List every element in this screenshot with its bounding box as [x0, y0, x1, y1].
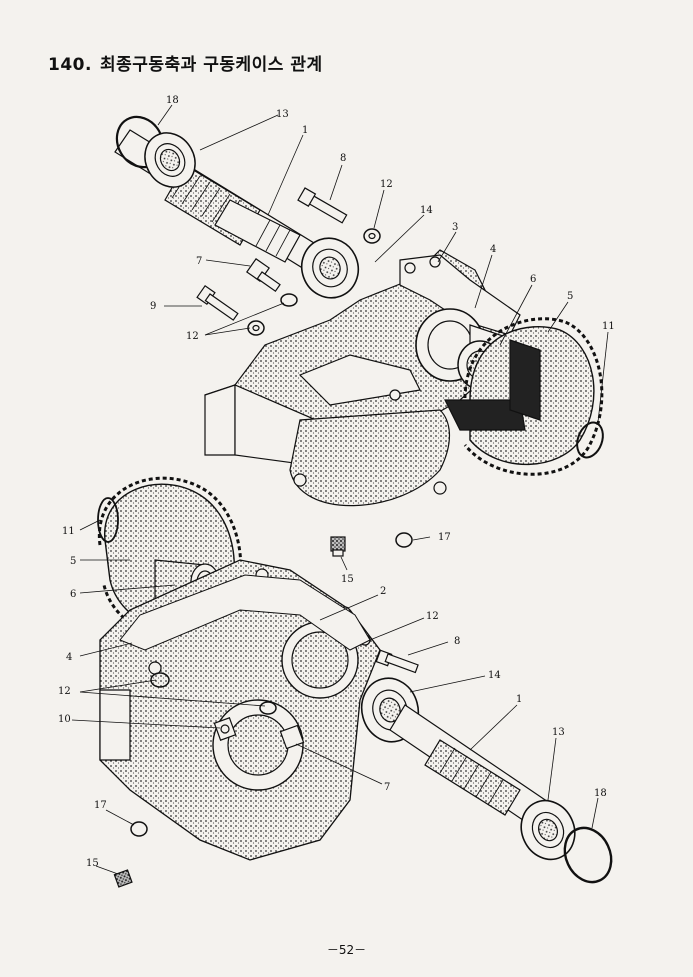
callout-label: 12	[186, 331, 199, 342]
callout-label: 5	[70, 556, 76, 567]
shaft-1-bottom	[389, 704, 561, 836]
callout-label: 15	[341, 574, 354, 585]
callout-label: 17	[94, 800, 107, 811]
callouts-top: 18 13 1 8 12 14 3 4 6 5 11 7 9 12	[150, 95, 615, 342]
callout-label: 13	[552, 727, 565, 738]
callout-label: 8	[454, 636, 460, 647]
section-number: 140.	[48, 55, 92, 75]
plug-15-lower	[113, 869, 133, 888]
callout-label: 17	[438, 532, 451, 543]
bolt-10-bottom	[213, 717, 237, 741]
washer-17-bottom	[395, 532, 413, 548]
callout-label: 3	[452, 222, 458, 233]
bolt-7-bottom	[279, 724, 305, 750]
leader-lines	[71, 104, 609, 875]
callout-label: 14	[488, 670, 501, 681]
page-title: 140. 최종구동축과 구동케이스 관계	[48, 50, 323, 75]
callout-label: 11	[62, 526, 75, 537]
callout-label: 12	[426, 611, 439, 622]
callout-label: 6	[70, 589, 76, 600]
snap-ring-11-top	[576, 421, 604, 459]
callout-label: 7	[384, 782, 390, 793]
callout-label: 18	[166, 95, 179, 106]
callout-label: 12	[380, 179, 393, 190]
callout-label: 2	[380, 586, 386, 597]
bolt-8-top	[297, 187, 348, 224]
callout-label: 1	[302, 125, 308, 136]
callout-label: 12	[58, 686, 71, 697]
washer-12-top	[363, 228, 381, 244]
callouts-bottom: 11 5 6 17 15 2 12 4 8 12 14 1 10 7 13 17…	[58, 526, 607, 869]
callout-label: 7	[196, 256, 202, 267]
gear-5-top	[444, 317, 604, 476]
callout-label: 4	[490, 244, 496, 255]
callout-label: 4	[66, 652, 72, 663]
washer-17-lower	[130, 821, 148, 837]
bolt-8-bottom	[375, 649, 419, 674]
callout-label: 13	[276, 109, 289, 120]
bearing-13-top	[144, 132, 196, 188]
page-number: －52－	[326, 943, 367, 957]
callout-label: 10	[58, 714, 71, 725]
top-assembly	[114, 115, 604, 507]
bottom-assembly	[97, 476, 613, 888]
callout-label: 15	[86, 858, 99, 869]
callout-label: 1	[516, 694, 522, 705]
callout-label: 6	[530, 274, 536, 285]
callout-label: 14	[420, 205, 433, 216]
bolt-7-top	[246, 258, 281, 293]
callout-label: 9	[150, 301, 156, 312]
snap-ring-18-bottom	[563, 826, 613, 884]
callout-label: 8	[340, 153, 346, 164]
callout-label: 5	[567, 291, 573, 302]
bearing-13-bottom	[520, 799, 576, 861]
plug-15-bottom	[330, 536, 346, 557]
callout-label: 11	[602, 321, 615, 332]
callout-label: 18	[594, 788, 607, 799]
section-title: 최종구동축과 구동케이스 관계	[99, 55, 323, 75]
bearing-14-top	[300, 237, 360, 299]
bolt-9-top	[196, 284, 239, 321]
